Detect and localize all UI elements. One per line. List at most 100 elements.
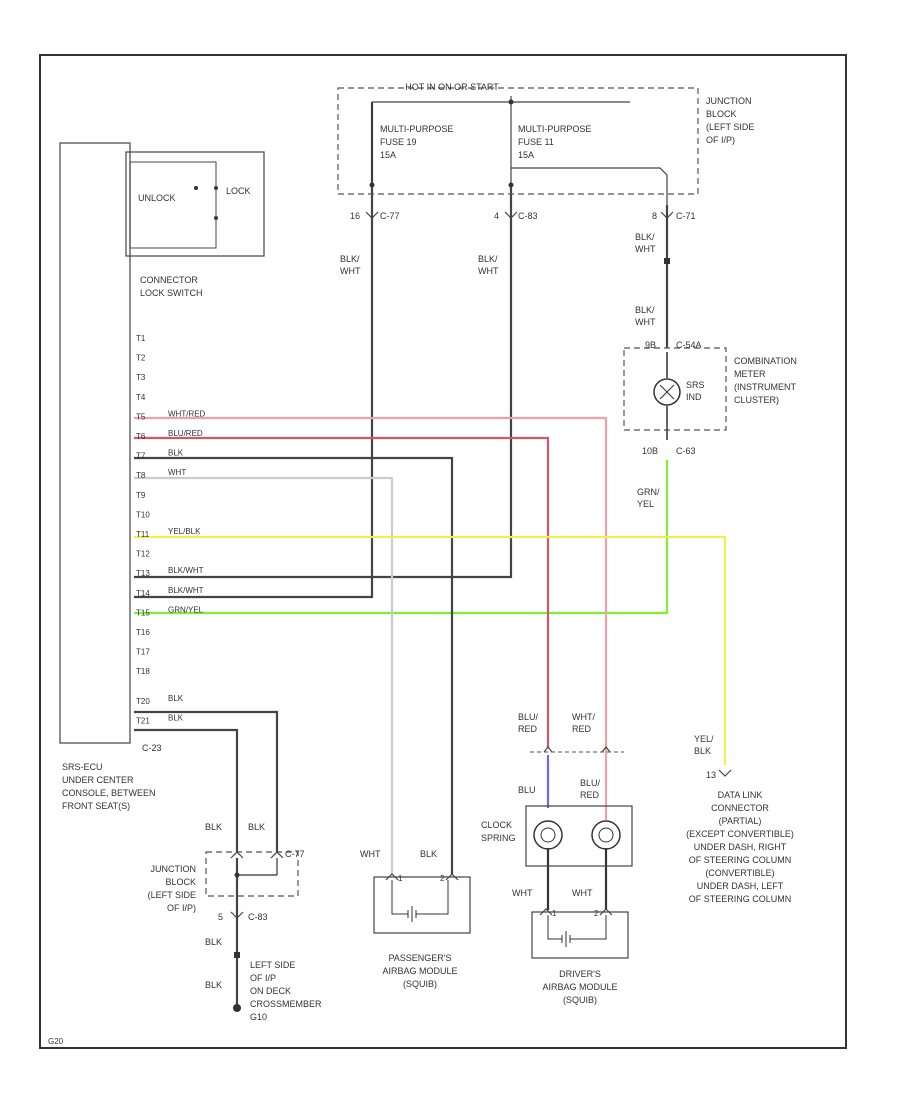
meter-pin-bottom: 10B [642, 446, 658, 456]
jb-pin-16: 16 [350, 211, 360, 221]
driver-airbag-connector [539, 908, 613, 916]
wl-wht-a: WHT [360, 849, 381, 859]
wl-blk-d: BLK [205, 980, 222, 990]
lock-label: LOCK [226, 186, 251, 196]
wl-rt-2: WHT [635, 244, 656, 254]
jb-top-label-1: JUNCTION [706, 96, 752, 106]
wl-gy-1: GRN/ [637, 487, 660, 497]
combination-meter: 9B C-54A SRS IND COMBINATION METER (INST… [623, 340, 797, 456]
clock-spring-connector [543, 746, 611, 753]
passenger-airbag-connector [385, 873, 459, 881]
ecu-connector: C-23 [142, 743, 162, 753]
jb-top-label-3: (LEFT SIDE [706, 122, 754, 132]
ecu-pin-wire-t14: BLK/WHT [168, 586, 204, 595]
ecu-pin-t17: T17 [136, 648, 150, 657]
wl-rt-1: BLK/ [635, 232, 655, 242]
jb-conn-c77: C-77 [380, 211, 400, 221]
passenger-label-1: PASSENGER'S [388, 953, 451, 963]
passenger-airbag-group: WHT BLK 1 2 PASSENGER'S AIRBAG MODULE (S… [360, 849, 471, 989]
lock-switch-caption-2: LOCK SWITCH [140, 288, 203, 298]
jb-pin-4: 4 [494, 211, 499, 221]
diagram-frame [39, 54, 847, 1049]
ecu-pin-wire-t8: WHT [168, 468, 186, 477]
ecu-pin-t18: T18 [136, 667, 150, 676]
wl-gy-2: YEL [637, 499, 654, 509]
jb-bottom-label-2: BLOCK [165, 877, 196, 887]
jb-bottom-chevron [230, 911, 244, 919]
ecu-pin-t14: T14 [136, 589, 150, 598]
jb-conn-c83: C-83 [518, 211, 538, 221]
wire-blu-red [134, 436, 550, 748]
fuse19-l3: 15A [380, 150, 396, 160]
dl-label-7: (CONVERTIBLE) [705, 868, 774, 878]
jb-top-label-4: OF I/P) [706, 135, 735, 145]
wire-grn-yel [134, 460, 669, 615]
splice-meter [664, 258, 670, 264]
driver-pin-right: 2 [594, 909, 599, 918]
ecu-caption-3: CONSOLE, BETWEEN [62, 788, 156, 798]
jb-bottom-conn-top: C-77 [285, 849, 305, 859]
wire-blk-t21 [134, 728, 239, 852]
dl-label-3: (PARTIAL) [719, 816, 762, 826]
wl-blk-c: BLK [205, 937, 222, 947]
fuse11-l2: FUSE 11 [518, 137, 554, 147]
driver-label-3: (SQUIB) [563, 995, 597, 1005]
passenger-squib-icon [391, 880, 449, 922]
wl-blk-b: BLK [248, 822, 265, 832]
jb-bottom-connector [230, 851, 284, 859]
ecu-caption-1: SRS-ECU [62, 762, 103, 772]
junction-block-top: HOT IN ON OR START MULTI-PURPOSE FUSE 19… [337, 82, 754, 221]
meter-label-4: CLUSTER) [734, 395, 779, 405]
wire-wht-red [134, 416, 608, 820]
ecu-pin-t16: T16 [136, 628, 150, 637]
unlock-label: UNLOCK [138, 193, 176, 203]
lock-switch-caption-1: CONNECTOR [140, 275, 198, 285]
ecu-pin-t1: T1 [136, 334, 146, 343]
ecu-pin-t2: T2 [136, 354, 146, 363]
fuse11-l3: 15A [518, 150, 534, 160]
ecu-pin-wire-t13: BLK/WHT [168, 566, 204, 575]
fuse19-l1: MULTI-PURPOSE [380, 124, 453, 134]
combination-meter-outline [623, 347, 727, 431]
bus-node [508, 99, 514, 105]
driver-label-1: DRIVER'S [559, 969, 601, 979]
wl-blu-red2-1: BLU/ [580, 778, 601, 788]
dl-label-8: UNDER DASH, LEFT [697, 881, 784, 891]
ecu-pin-t10: T10 [136, 510, 150, 519]
pin-chevrons-top [365, 211, 674, 219]
fuse11-node [508, 182, 514, 188]
wire-blk-t20 [134, 710, 279, 852]
wl-left-1: BLK/ [340, 254, 360, 264]
ground-label-4: CROSSMEMBER [250, 999, 322, 1009]
jb-bottom-label-1: JUNCTION [151, 864, 197, 874]
jb-bottom-label-4: OF I/P) [167, 903, 196, 913]
wl-mid-2: WHT [478, 266, 499, 276]
ecu-pin-wire-t20: BLK [168, 694, 184, 703]
meter-conn-bottom: C-63 [676, 446, 696, 456]
lock-switch-box [125, 151, 265, 257]
ground-splice [234, 952, 240, 958]
ecu-pin-t21: T21 [136, 716, 150, 725]
ground-label-3: ON DECK [250, 986, 291, 996]
clock-spring-label-2: SPRING [481, 833, 516, 843]
ecu-pin-wire-t11: YEL/BLK [168, 527, 201, 536]
ecu-pin-wire-t5: WHT/RED [168, 409, 206, 418]
ecu-pin-t15: T15 [136, 608, 150, 617]
fuse19-l2: FUSE 19 [380, 137, 417, 147]
jb-conn-c71: C-71 [676, 211, 696, 221]
clock-spring-coil-right-icon [591, 820, 621, 850]
dl-label-4: (EXCEPT CONVERTIBLE) [686, 829, 794, 839]
wire-yel-blk [134, 535, 727, 765]
wl-yel-blk-2: BLK [694, 746, 711, 756]
driver-squib-icon [547, 915, 607, 947]
junction-block-top-outline [337, 87, 699, 195]
jb-bottom-pin: 5 [218, 912, 223, 922]
jb-bottom-conn: C-83 [248, 912, 268, 922]
jb-bottom-node [234, 872, 240, 878]
wire-blk-wht-fuse19 [134, 185, 374, 599]
data-link-pin: 13 [706, 770, 716, 780]
ecu-pin-t5: T5 [136, 412, 146, 421]
ecu-pin-t7: T7 [136, 452, 146, 461]
